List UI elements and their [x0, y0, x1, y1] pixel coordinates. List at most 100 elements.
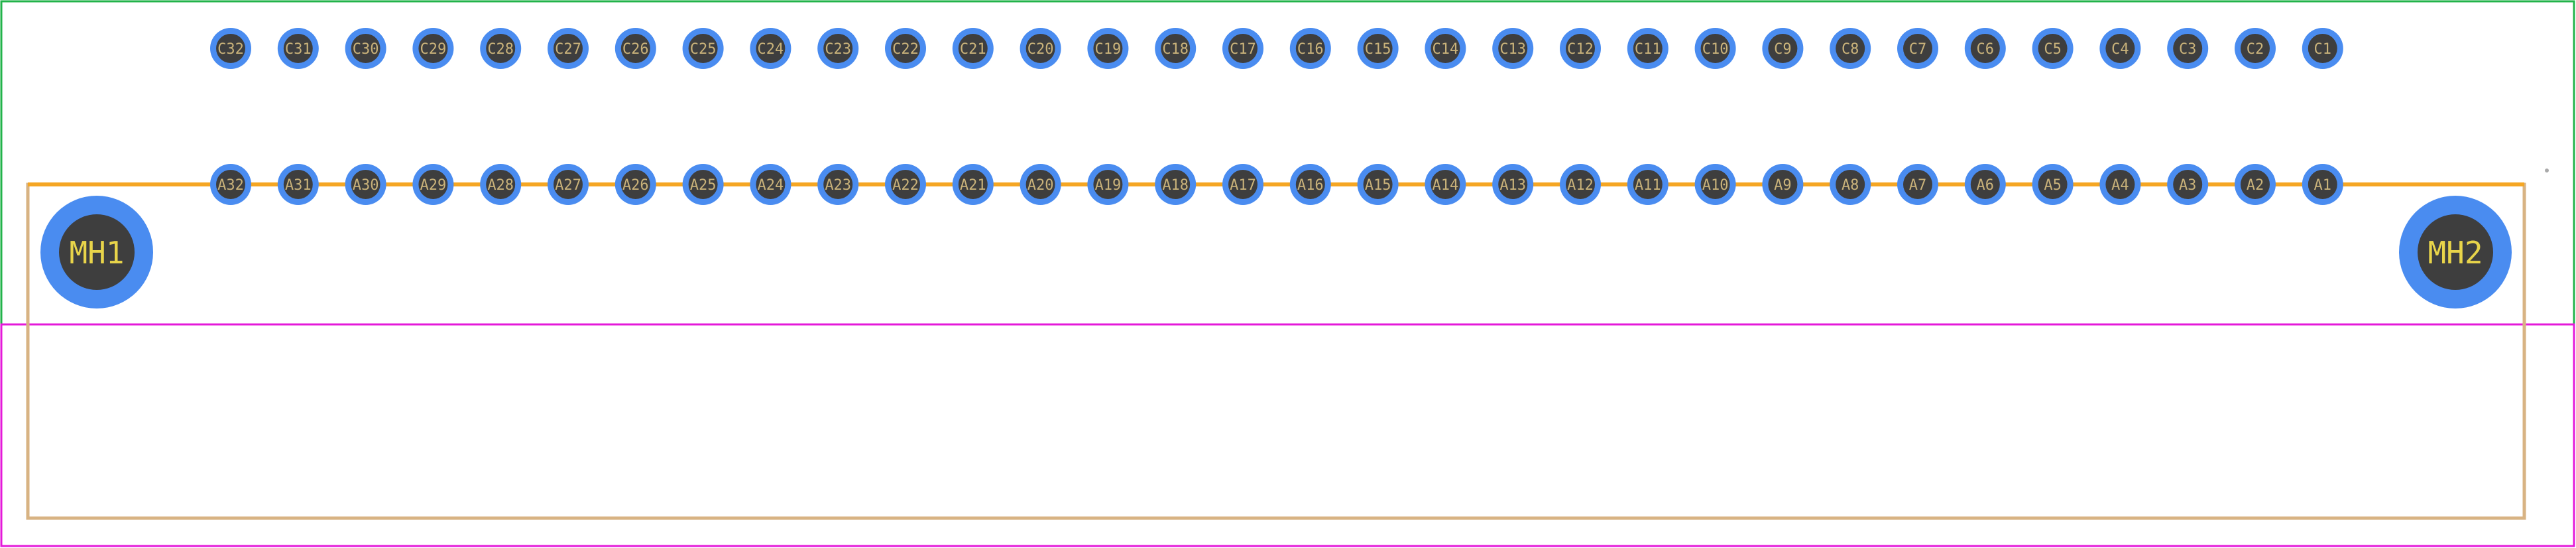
pin-pad-a9[interactable]: A9	[1762, 164, 1804, 205]
pin-pad-a27[interactable]: A27	[548, 164, 589, 205]
pad-drill-hole	[1768, 170, 1798, 199]
mounting-hole-mh2[interactable]: MH2	[2399, 196, 2512, 308]
pin-pad-a1[interactable]: A1	[2302, 164, 2343, 205]
pin-pad-a13[interactable]: A13	[1492, 164, 1534, 205]
pin-pad-c7[interactable]: C7	[1897, 28, 1938, 69]
pin-label: A24	[758, 177, 784, 194]
pin-pad-c31[interactable]: C31	[277, 28, 319, 69]
pin-pad-c16[interactable]: C16	[1289, 28, 1331, 69]
pin-pad-a23[interactable]: A23	[817, 164, 859, 205]
pad-drill-hole	[1431, 170, 1460, 199]
pin-pad-a28[interactable]: A28	[480, 164, 522, 205]
pin-label: C20	[1027, 41, 1054, 58]
pin-pad-a18[interactable]: A18	[1155, 164, 1197, 205]
pin-pad-a26[interactable]: A26	[615, 164, 656, 205]
pin-pad-a6[interactable]: A6	[1964, 164, 2006, 205]
pin-pad-c28[interactable]: C28	[480, 28, 522, 69]
pin-label: A15	[1365, 177, 1391, 194]
pad-drill-hole	[2038, 170, 2068, 199]
pin-pad-a10[interactable]: A10	[1694, 164, 1736, 205]
pin-pad-c25[interactable]: C25	[682, 28, 724, 69]
mounting-hole-mh1[interactable]: MH1	[40, 196, 153, 308]
pin-label: C28	[487, 41, 514, 58]
pin-pad-a4[interactable]: A4	[2099, 164, 2141, 205]
pad-drill-hole	[1836, 34, 1865, 63]
pin-pad-c5[interactable]: C5	[2032, 28, 2074, 69]
pin-pad-a15[interactable]: A15	[1357, 164, 1399, 205]
pad-drill-hole	[1363, 170, 1393, 199]
assembly-outline	[0, 323, 2575, 547]
pad-drill-hole	[1498, 170, 1528, 199]
pin-pad-c17[interactable]: C17	[1222, 28, 1263, 69]
pin-pad-c30[interactable]: C30	[345, 28, 386, 69]
pin-pad-c8[interactable]: C8	[1830, 28, 1871, 69]
pad-drill-hole	[891, 34, 920, 63]
pad-drill-hole	[283, 170, 313, 199]
pin-pad-a31[interactable]: A31	[277, 164, 319, 205]
pin-label: C1	[2314, 41, 2332, 58]
pin-pad-c32[interactable]: C32	[210, 28, 251, 69]
pin-pad-c13[interactable]: C13	[1492, 28, 1534, 69]
pin-pad-a5[interactable]: A5	[2032, 164, 2074, 205]
pin-pad-c9[interactable]: C9	[1762, 28, 1804, 69]
pin-pad-a21[interactable]: A21	[952, 164, 994, 205]
pin-label: C31	[285, 41, 312, 58]
pin-pad-a30[interactable]: A30	[345, 164, 386, 205]
pad-drill-hole	[1161, 34, 1191, 63]
pin-pad-c29[interactable]: C29	[412, 28, 454, 69]
pad-drill-hole	[823, 170, 853, 199]
pin-pad-c1[interactable]: C1	[2302, 28, 2343, 69]
pin-pad-c21[interactable]: C21	[952, 28, 994, 69]
pin-label: A13	[1499, 177, 1526, 194]
pin-pad-c22[interactable]: C22	[885, 28, 926, 69]
pin-pad-a14[interactable]: A14	[1425, 164, 1466, 205]
pin-label: C8	[1842, 41, 1859, 58]
pin-pad-c18[interactable]: C18	[1155, 28, 1197, 69]
pin-pad-a20[interactable]: A20	[1020, 164, 1061, 205]
pin-pad-a22[interactable]: A22	[885, 164, 926, 205]
pin-label: C2	[2247, 41, 2264, 58]
pin-pad-a17[interactable]: A17	[1222, 164, 1263, 205]
pin-label: A11	[1635, 177, 1661, 194]
pin-pad-a16[interactable]: A16	[1289, 164, 1331, 205]
pin-pad-a32[interactable]: A32	[210, 164, 251, 205]
pin-pad-c27[interactable]: C27	[548, 28, 589, 69]
pin-row-a: A32 A31 A30 A29 A28 A27 A26 A25 A24 A23 A22 A21 A20 A…	[210, 164, 2343, 205]
pin-pad-a19[interactable]: A19	[1087, 164, 1129, 205]
pin-pad-a24[interactable]: A24	[750, 164, 791, 205]
pin-pad-c14[interactable]: C14	[1425, 28, 1466, 69]
pin-label: C24	[758, 41, 784, 58]
pin-pad-a2[interactable]: A2	[2235, 164, 2276, 205]
pin-pad-a29[interactable]: A29	[412, 164, 454, 205]
pin-label: A26	[622, 177, 649, 194]
pin-pad-a3[interactable]: A3	[2167, 164, 2209, 205]
pad-drill-hole	[620, 170, 650, 199]
pad-drill-hole	[2308, 34, 2337, 63]
pin-pad-c2[interactable]: C2	[2235, 28, 2276, 69]
pin-label: A16	[1297, 177, 1324, 194]
pin-pad-c20[interactable]: C20	[1020, 28, 1061, 69]
pin-pad-c23[interactable]: C23	[817, 28, 859, 69]
pin-pad-c6[interactable]: C6	[1964, 28, 2006, 69]
pin-pad-a7[interactable]: A7	[1897, 164, 1938, 205]
pin-pad-a8[interactable]: A8	[1830, 164, 1871, 205]
pin-pad-c4[interactable]: C4	[2099, 28, 2141, 69]
pin-label: C6	[1977, 41, 1995, 58]
pin-pad-c26[interactable]: C26	[615, 28, 656, 69]
pad-drill-hole	[1700, 170, 1730, 199]
pad-drill-hole	[1025, 170, 1055, 199]
pin-pad-a11[interactable]: A11	[1627, 164, 1669, 205]
pin-pad-c15[interactable]: C15	[1357, 28, 1399, 69]
pin-pad-c19[interactable]: C19	[1087, 28, 1129, 69]
pin-pad-a12[interactable]: A12	[1560, 164, 1601, 205]
pin-pad-c11[interactable]: C11	[1627, 28, 1669, 69]
pin-pad-a25[interactable]: A25	[682, 164, 724, 205]
pad-drill-hole	[1161, 170, 1191, 199]
pin-pad-c12[interactable]: C12	[1560, 28, 1601, 69]
pin-pad-c24[interactable]: C24	[750, 28, 791, 69]
pin-pad-c10[interactable]: C10	[1694, 28, 1736, 69]
pin-pad-c3[interactable]: C3	[2167, 28, 2209, 69]
pin-label: C12	[1567, 41, 1594, 58]
pin-label: A14	[1433, 177, 1459, 194]
